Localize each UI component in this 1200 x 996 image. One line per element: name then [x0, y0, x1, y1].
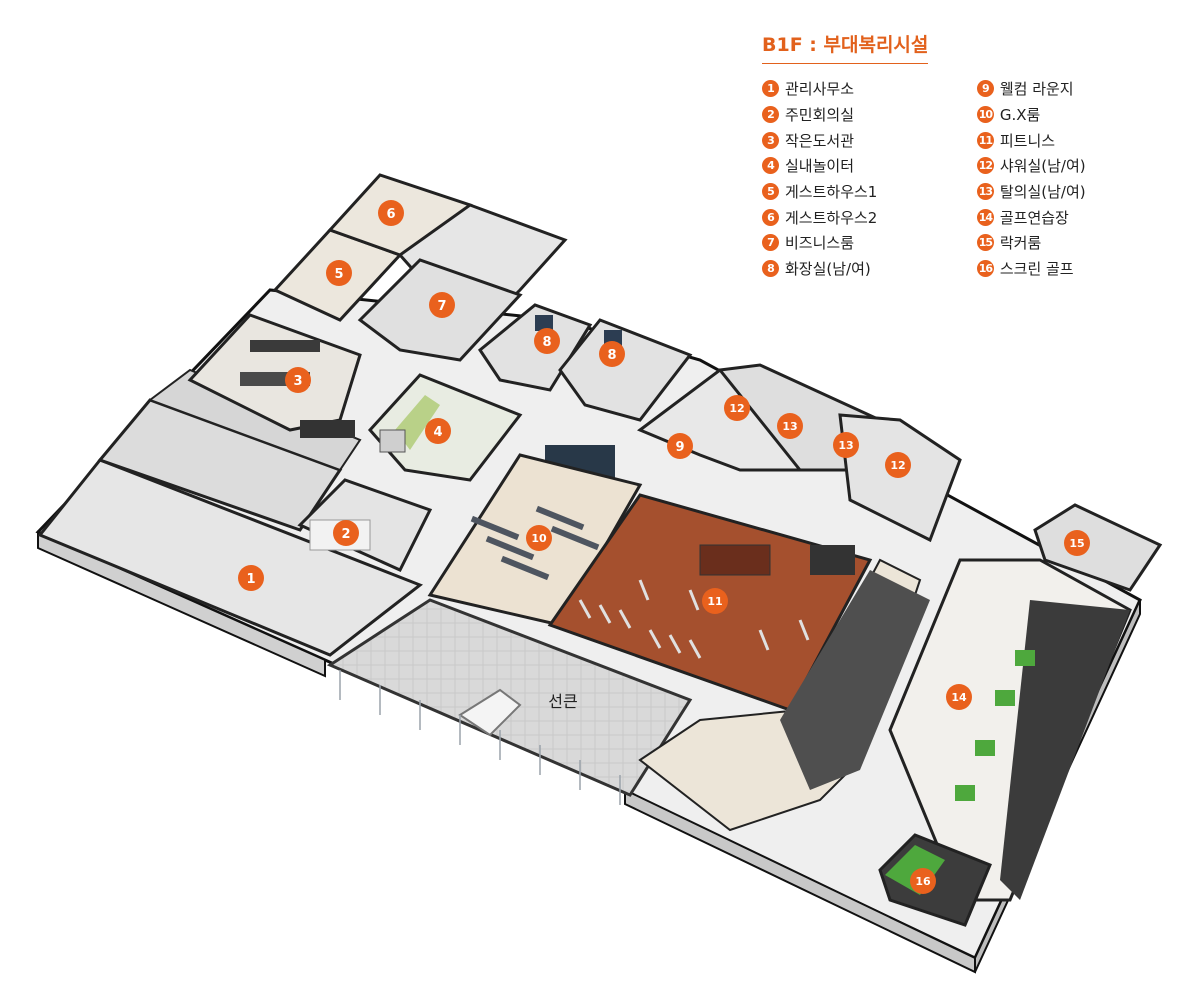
legend-item: 3 작은도서관	[762, 127, 977, 153]
legend-item: 11 피트니스	[976, 127, 1122, 153]
sunken-label: 선큰	[548, 692, 577, 711]
number-badge: 7	[762, 234, 779, 252]
corridor-area	[638, 558, 930, 832]
restroom-area	[477, 303, 693, 422]
svg-text:1: 1	[246, 572, 255, 587]
legend-label: 주민회의실	[785, 106, 855, 125]
legend-item: 10 G.X룸	[976, 102, 1122, 128]
marker-1: 1	[238, 565, 264, 591]
golf-practice-area	[888, 558, 1132, 902]
marker-14: 14	[946, 684, 972, 710]
legend: B1F : 부대복리시설 1 관리사무소 2 주민회의실 3 작은도서관 4 실내놀이터…	[762, 30, 1122, 282]
marker-3: 3	[285, 367, 311, 393]
svg-text:14: 14	[951, 691, 967, 704]
legend-label: 관리사무소	[785, 80, 855, 99]
legend-item: 14 골프연습장	[976, 204, 1122, 230]
svg-text:13: 13	[782, 420, 797, 433]
legend-label: G.X룸	[999, 106, 1041, 125]
legend-label: 락커룸	[999, 234, 1042, 253]
svg-text:6: 6	[386, 207, 395, 222]
svg-text:4: 4	[433, 425, 442, 440]
number-badge: 10	[976, 106, 994, 124]
marker-13b: 13	[833, 432, 859, 458]
number-badge: 16	[976, 260, 994, 278]
admin-office-area	[37, 368, 433, 657]
legend-label: 작은도서관	[785, 131, 855, 150]
legend-item: 2 주민회의실	[762, 102, 977, 128]
number-badge: 2	[762, 106, 779, 124]
number-badge: 13	[976, 183, 994, 201]
legend-label: 비즈니스룸	[785, 234, 855, 253]
legend-item: 5 게스트하우스1	[762, 179, 977, 205]
svg-text:12: 12	[890, 459, 905, 472]
svg-text:11: 11	[707, 595, 722, 608]
svg-text:12: 12	[729, 402, 744, 415]
legend-label: 스크린 골프	[999, 260, 1074, 279]
marker-6: 6	[378, 200, 404, 226]
legend-item: 7 비즈니스룸	[762, 230, 977, 256]
legend-label: 실내놀이터	[785, 157, 855, 176]
svg-text:10: 10	[531, 532, 547, 545]
legend-item: 6 게스트하우스2	[762, 204, 977, 230]
svg-text:16: 16	[915, 875, 931, 888]
legend-label: 피트니스	[999, 131, 1056, 150]
legend-column-right: 9 웰컴 라운지 10 G.X룸 11 피트니스 12 샤워실(남/여) 13 탈의실(남…	[976, 76, 1122, 282]
number-badge: 11	[976, 131, 994, 149]
number-badge: 4	[762, 157, 779, 175]
number-badge: 15	[976, 234, 994, 252]
marker-8b: 8	[599, 341, 625, 367]
number-badge: 12	[976, 157, 994, 175]
number-badge: 8	[762, 260, 779, 278]
svg-text:2: 2	[341, 527, 350, 542]
marker-11: 11	[702, 588, 728, 614]
marker-4: 4	[425, 418, 451, 444]
svg-text:8: 8	[607, 348, 616, 363]
marker-8a: 8	[534, 328, 560, 354]
marker-13a: 13	[777, 413, 803, 439]
number-badge: 5	[762, 183, 779, 201]
number-badge: 1	[762, 80, 779, 98]
room-markers: 1 2 3 4 5 6 7 8 8 9 10 11 12 13 13 12 14…	[238, 200, 1090, 894]
legend-label: 게스트하우스1	[785, 183, 878, 202]
number-badge: 6	[762, 208, 779, 226]
legend-item: 9 웰컴 라운지	[976, 76, 1122, 102]
marker-10: 10	[526, 525, 552, 551]
legend-title: B1F : 부대복리시설	[762, 30, 929, 64]
svg-text:5: 5	[334, 267, 343, 282]
svg-text:8: 8	[542, 335, 551, 350]
legend-item: 15 락커룸	[976, 230, 1122, 256]
marker-2: 2	[333, 520, 359, 546]
marker-5: 5	[326, 260, 352, 286]
legend-label: 웰컴 라운지	[999, 80, 1074, 99]
svg-text:7: 7	[437, 299, 446, 314]
svg-text:13: 13	[838, 439, 853, 452]
legend-column-left: 1 관리사무소 2 주민회의실 3 작은도서관 4 실내놀이터 5 게스트하우스1 6 게스…	[762, 76, 977, 282]
marker-15: 15	[1064, 530, 1090, 556]
legend-label: 게스트하우스2	[785, 208, 878, 227]
marker-7: 7	[429, 292, 455, 318]
marker-16: 16	[910, 868, 936, 894]
marker-12a: 12	[724, 395, 750, 421]
legend-item: 1 관리사무소	[762, 76, 977, 102]
legend-item: 4 실내놀이터	[762, 153, 977, 179]
legend-item: 16 스크린 골프	[976, 256, 1122, 282]
legend-columns: 1 관리사무소 2 주민회의실 3 작은도서관 4 실내놀이터 5 게스트하우스1 6 게스…	[762, 76, 1122, 282]
legend-label: 샤워실(남/여)	[999, 157, 1086, 176]
legend-label: 골프연습장	[999, 208, 1069, 227]
legend-item: 8 화장실(남/여)	[762, 256, 977, 282]
svg-text:15: 15	[1069, 537, 1084, 550]
svg-text:9: 9	[675, 440, 684, 455]
sunken-courtyard: 선큰	[326, 598, 693, 805]
number-badge: 3	[762, 131, 779, 149]
svg-text:3: 3	[293, 374, 302, 389]
number-badge: 14	[976, 208, 994, 226]
legend-item: 12 샤워실(남/여)	[976, 153, 1122, 179]
marker-12b: 12	[885, 452, 911, 478]
legend-label: 화장실(남/여)	[785, 260, 871, 279]
marker-9: 9	[667, 433, 693, 459]
number-badge: 9	[976, 80, 994, 98]
legend-item: 13 탈의실(남/여)	[976, 179, 1122, 205]
legend-label: 탈의실(남/여)	[999, 183, 1086, 202]
